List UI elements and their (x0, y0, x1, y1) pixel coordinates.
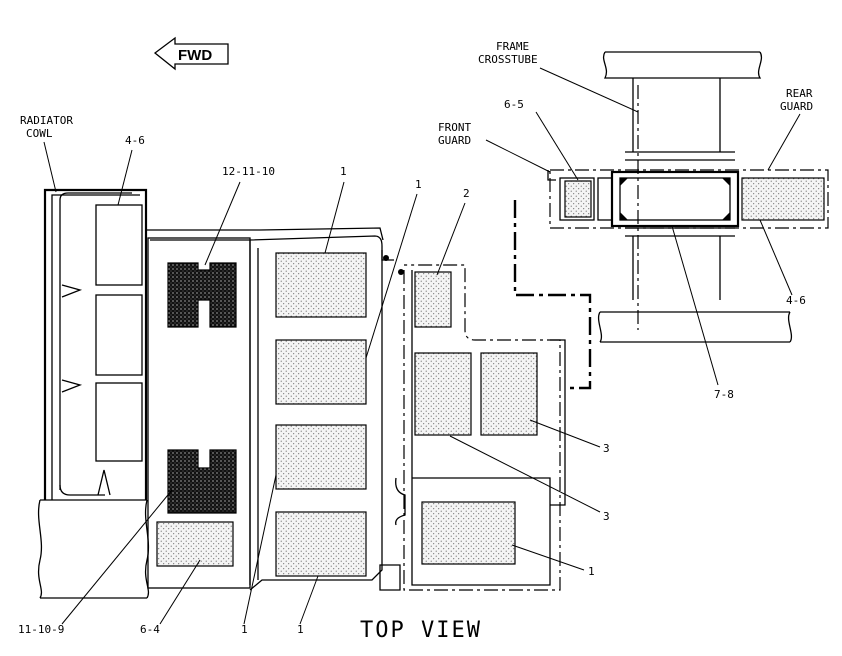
center-guard-panel (249, 235, 404, 591)
callout-11-10-9: 11-10-9 (18, 623, 64, 636)
callout-1-bottom-b: 1 (297, 623, 304, 636)
pad-6-5 (564, 180, 592, 218)
pad-4-6-right (741, 177, 825, 221)
callout-1-right: 1 (588, 565, 595, 578)
callout-1-bottom-a: 1 (241, 623, 248, 636)
callout-7-8: 7-8 (714, 388, 734, 401)
left-guard-panel (146, 227, 384, 589)
callout-6-4: 6-4 (140, 623, 160, 636)
callout-4-6-top: 4-6 (125, 134, 145, 147)
guard-label-front: GUARD (438, 134, 471, 147)
cowl-label: COWL (26, 127, 53, 140)
callout-1-b: 1 (415, 178, 422, 191)
guard-label-rear: GUARD (780, 100, 813, 113)
crosstube-label: CROSSTUBE (478, 53, 538, 66)
frame-crosstube-assembly: FRAME CROSSTUBE FRONT GUARD REAR GUARD (438, 40, 829, 343)
right-center-guard-panel (379, 264, 566, 591)
callouts: 4-6 12-11-10 1 1 2 6-5 4-6 7-8 3 3 1 11-… (18, 98, 806, 636)
callout-12-11-10: 12-11-10 (222, 165, 275, 178)
front-label: FRONT (438, 121, 471, 134)
callout-6-5: 6-5 (504, 98, 524, 111)
callout-2: 2 (463, 187, 470, 200)
dense-pad-lower (167, 449, 237, 514)
pad-1-c (275, 424, 367, 490)
pad-1-d (275, 511, 367, 577)
fwd-label: FWD (178, 47, 212, 64)
dense-pad-upper (167, 262, 237, 328)
frame-label: FRAME (496, 40, 529, 53)
pad-3-b (480, 352, 538, 436)
callout-3-b: 3 (603, 510, 610, 523)
pad-6-4 (156, 521, 234, 567)
pad-1-right (421, 501, 516, 565)
callout-1-a: 1 (340, 165, 347, 178)
callout-3-a: 3 (603, 442, 610, 455)
callout-4-6-right: 4-6 (786, 294, 806, 307)
rear-label: REAR (786, 87, 813, 100)
pad-1-a (275, 252, 367, 318)
radiator-cowl: RADIATOR COWL (20, 114, 150, 599)
pad-1-b (275, 339, 367, 405)
view-title: TOP VIEW (360, 618, 482, 643)
pad-2 (414, 271, 452, 328)
fwd-arrow: FWD (153, 36, 229, 71)
radiator-label: RADIATOR (20, 114, 73, 127)
pad-3-a (414, 352, 472, 436)
